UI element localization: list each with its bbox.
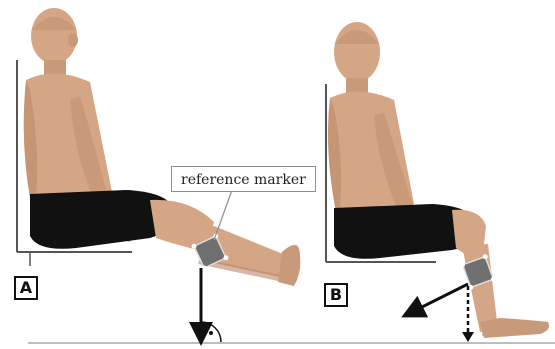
- person-b: [328, 22, 549, 338]
- panel-label-a: A: [14, 276, 38, 300]
- right-angle-dot: [209, 331, 213, 335]
- panel-b: [326, 22, 549, 342]
- person-a: [24, 8, 301, 286]
- panel-label-b: B: [324, 283, 348, 307]
- reference-marker-callout: reference marker: [171, 166, 316, 192]
- vertical-reference-arrowhead-b: [462, 332, 474, 342]
- force-arrow-b: [412, 284, 468, 312]
